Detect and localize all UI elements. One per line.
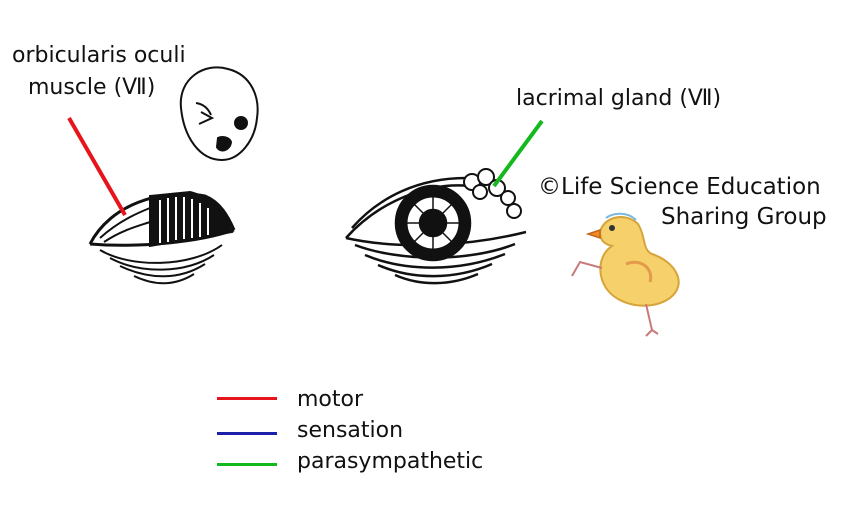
credit-line2: Sharing Group bbox=[661, 204, 827, 230]
lacrimal-gland-icon bbox=[463, 168, 522, 219]
legend-label-parasympathetic: parasympathetic bbox=[297, 449, 484, 474]
orbicularis-label-line2: muscle (Ⅶ) bbox=[28, 75, 156, 100]
legend-swatch-motor bbox=[217, 397, 277, 400]
credit-line1: ©Life Science Education bbox=[538, 174, 821, 200]
lacrimal-gland-label: lacrimal gland (Ⅶ) bbox=[516, 86, 722, 111]
legend-swatch-parasympathetic bbox=[217, 463, 277, 466]
chick-icon bbox=[571, 212, 680, 337]
open-eye-icon bbox=[345, 176, 527, 285]
parasympathetic-nerve-line bbox=[492, 119, 544, 188]
closed-eye-muscle-icon bbox=[88, 190, 236, 285]
legend-label-sensation: sensation bbox=[297, 418, 404, 443]
legend-label-motor: motor bbox=[297, 387, 364, 412]
orbicularis-label-line1: orbicularis oculi bbox=[12, 43, 186, 68]
face-icon bbox=[179, 66, 259, 162]
motor-nerve-line bbox=[67, 117, 127, 216]
legend-swatch-sensation bbox=[217, 432, 277, 435]
